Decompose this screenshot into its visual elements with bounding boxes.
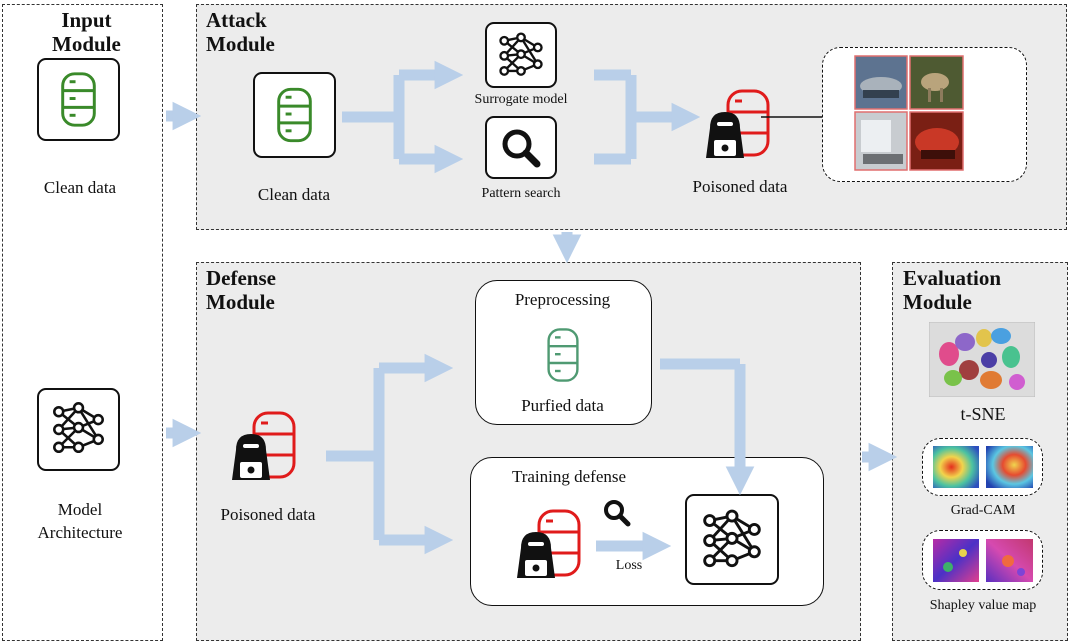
- shapley-box: [922, 530, 1043, 590]
- input-module-title: Input Module: [52, 8, 121, 56]
- purified-data-label: Purfied data: [521, 396, 604, 415]
- attack-poisoned-data-label: Poisoned data: [692, 177, 788, 196]
- loss-label: Loss: [615, 558, 643, 573]
- input-model-icon-box: [37, 388, 120, 471]
- defense-poisoned-data-label: Poisoned data: [220, 505, 316, 524]
- pattern-search-icon-box: [485, 116, 557, 179]
- magnifier-icon: [502, 129, 541, 168]
- database-icon: [277, 87, 312, 143]
- surrogate-model-label: Surrogate model: [474, 92, 568, 107]
- tsne-label: t-SNE: [960, 404, 1006, 424]
- purified-database-icon: [547, 328, 579, 382]
- input-model-architecture-label: Model Architecture: [37, 500, 123, 542]
- training-defense-box: Training defense Loss: [470, 457, 824, 606]
- hacker-icon: [232, 434, 270, 480]
- gradcam-box: [922, 438, 1043, 496]
- preprocessing-label: Preprocessing: [514, 290, 611, 309]
- neural-network-icon: [499, 32, 543, 76]
- poisoned-data-icon: [517, 509, 581, 578]
- neural-network-icon: [703, 509, 761, 568]
- shapley-label: Shapley value map: [929, 598, 1037, 613]
- poisoned-data-icon: [706, 89, 770, 158]
- hacker-icon: [517, 532, 555, 578]
- input-clean-data-icon-box: [37, 58, 120, 141]
- gradcam-heatmap-images: [933, 446, 1033, 488]
- pattern-search-label: Pattern search: [481, 186, 561, 201]
- hacker-icon: [706, 112, 744, 158]
- training-defense-label: Training defense: [511, 467, 627, 486]
- magnifier-icon: [604, 500, 631, 527]
- gradcam-label: Grad-CAM: [950, 503, 1016, 518]
- database-icon: [61, 72, 96, 127]
- neural-network-icon: [53, 402, 104, 454]
- defense-module-title: Defense Module: [206, 266, 276, 314]
- tsne-plot-image: [929, 322, 1035, 397]
- poisoned-image-samples: [854, 55, 964, 171]
- poisoned-data-icon: [232, 411, 296, 480]
- attack-module-title: Attack Module: [206, 8, 275, 56]
- surrogate-model-icon-box: [485, 22, 557, 88]
- input-clean-data-label: Clean data: [43, 178, 117, 197]
- attack-clean-data-icon-box: [253, 72, 336, 158]
- attack-clean-data-label: Clean data: [257, 185, 331, 204]
- poisoned-samples-box: [822, 47, 1027, 182]
- preprocessing-box: Preprocessing Purfied data: [475, 280, 652, 425]
- evaluation-module-title: Evaluation Module: [903, 266, 1002, 314]
- shapley-map-images: [933, 539, 1033, 582]
- defended-model-icon-box: [685, 494, 779, 585]
